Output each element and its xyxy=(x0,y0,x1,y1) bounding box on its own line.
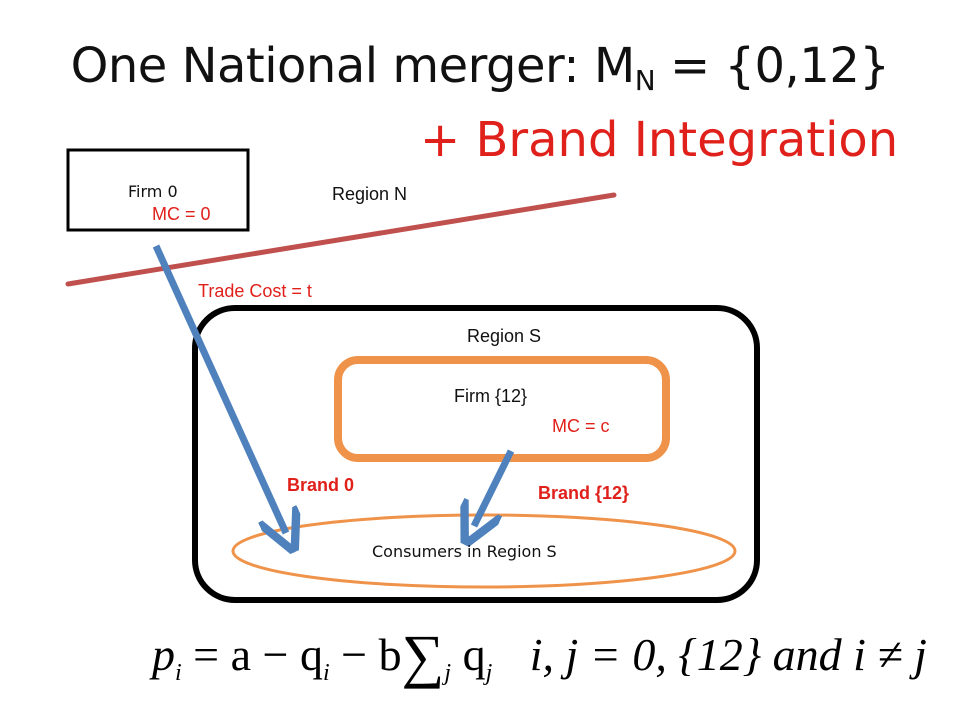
formula-j-sub: j xyxy=(444,660,452,686)
brand12-arrow xyxy=(474,449,515,526)
formula-j-sub2: j xyxy=(485,660,493,686)
title-main: One National merger: M xyxy=(70,38,636,94)
firm12-label: Firm {12} xyxy=(454,386,528,406)
formula-p: p xyxy=(152,629,175,680)
firm12-box xyxy=(334,356,670,462)
formula-conditions: i, j = 0, {12} and i ≠ j xyxy=(529,629,927,680)
trade-cost-label: Trade Cost = t xyxy=(198,281,312,301)
region-n-label: Region N xyxy=(332,184,408,204)
firm12-mc-label: MC = c xyxy=(552,416,610,436)
firm0-mc-label: MC = 0 xyxy=(152,204,211,224)
formula-q: q xyxy=(451,629,486,680)
demand-formula: pi = a − qi − b∑j qj i, j = 0, {12} and … xyxy=(152,622,927,691)
brand0-arrow xyxy=(152,244,286,533)
consumers-label: Consumers in Region S xyxy=(372,542,557,561)
formula-i-sub2: i xyxy=(322,660,330,686)
brand12-label: Brand {12} xyxy=(538,483,630,503)
region-boundary-line xyxy=(65,192,617,287)
title-subscript: N xyxy=(634,64,656,97)
title-rest: = {0,12} xyxy=(655,38,890,94)
formula-sum: ∑ xyxy=(401,623,445,689)
slide-subtitle: + Brand Integration xyxy=(420,112,899,168)
firm0-box xyxy=(66,148,250,232)
formula-i-sub: i xyxy=(175,660,182,686)
formula-eq: = a − q xyxy=(181,629,323,680)
region-s-label: Region S xyxy=(467,326,542,346)
slide-title: One National merger: MN = {0,12} xyxy=(0,38,960,97)
formula-minus-b: − b xyxy=(329,629,402,680)
region-s-box xyxy=(192,305,760,603)
brand0-label: Brand 0 xyxy=(287,475,355,495)
firm0-label: Firm 0 xyxy=(128,182,178,201)
